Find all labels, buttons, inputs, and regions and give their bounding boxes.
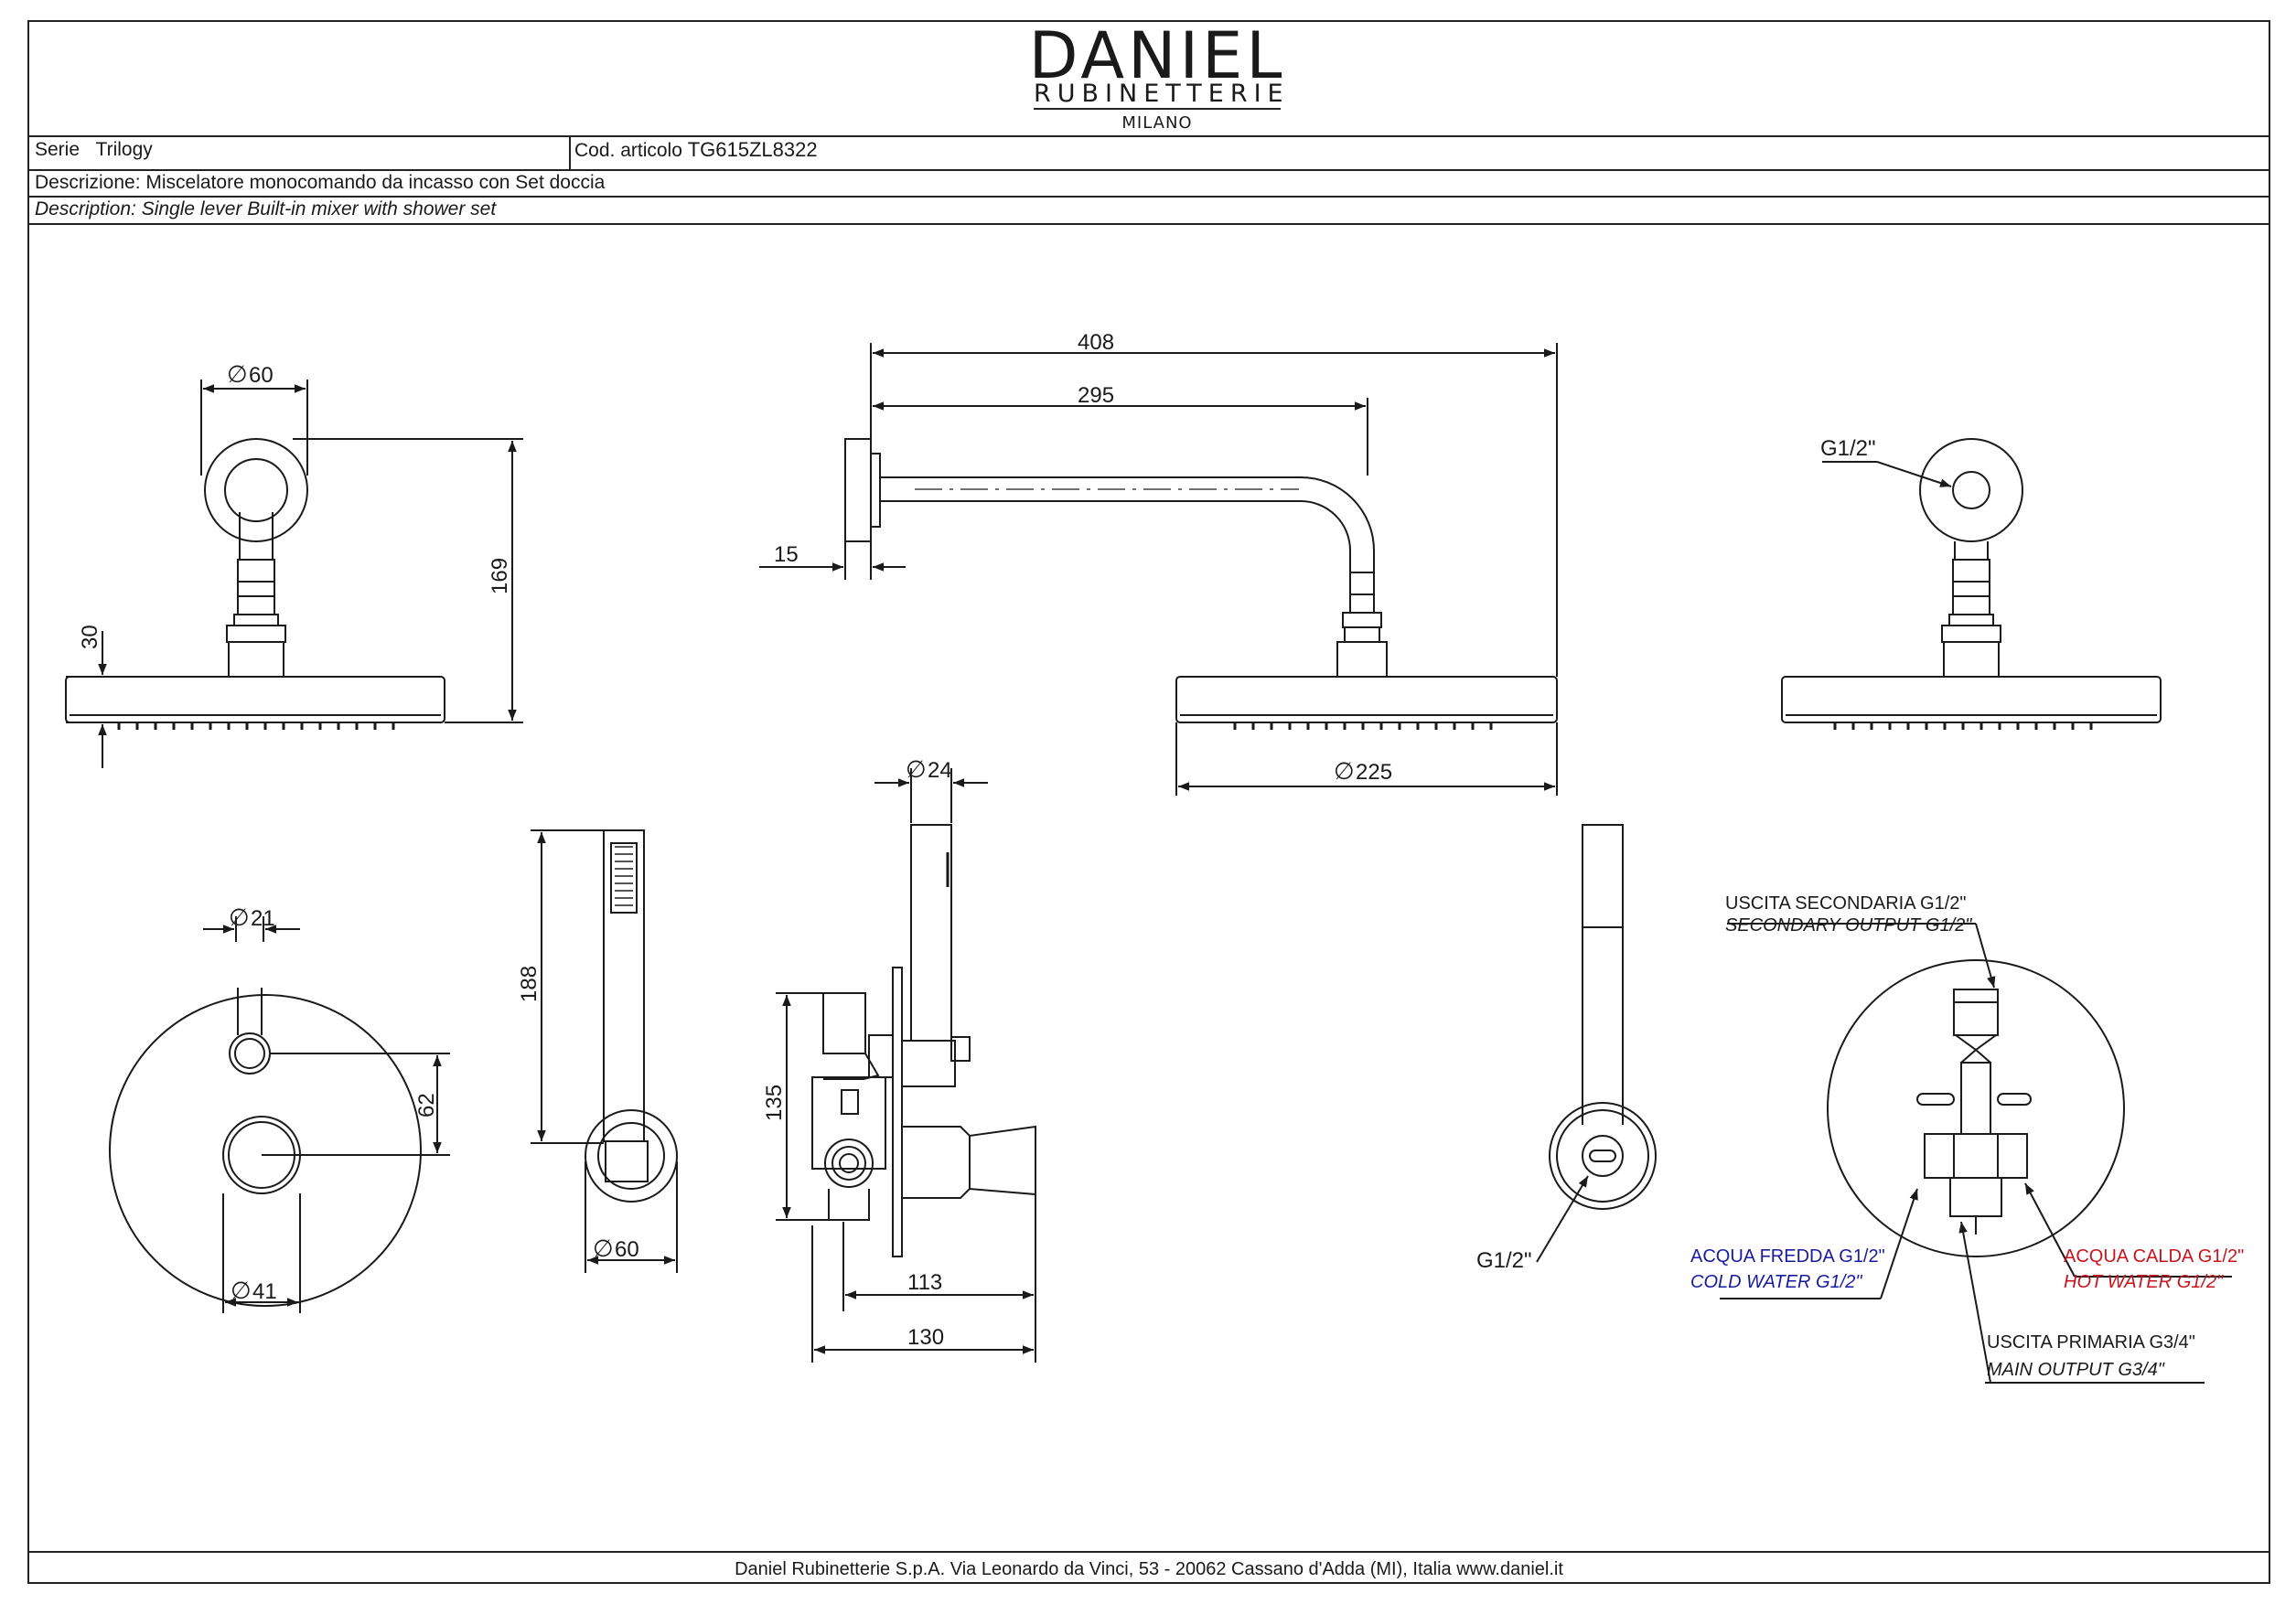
dim-d60-top: 60: [249, 363, 274, 388]
dim-l408: 408: [1078, 330, 1114, 355]
brand-city: MILANO: [1121, 113, 1193, 133]
code-value: TG615ZL8322: [687, 138, 818, 161]
header-cell-divider: [569, 135, 571, 169]
hand-shower-side-view: [585, 829, 678, 1203]
label-cold-en: COLD WATER G1/2": [1690, 1272, 1862, 1292]
dim-h169: 169: [488, 558, 512, 594]
label-secondary-en: SECONDARY OUTPUT G1/2": [1725, 915, 1972, 936]
hand-shower-side-dimensions: [531, 829, 678, 1273]
dim-h62: 62: [414, 1093, 439, 1117]
mixer-plate-front-view: [109, 988, 422, 1307]
diameter-symbol: ∅: [1334, 757, 1355, 785]
diameter-symbol: ∅: [227, 360, 248, 388]
italian-description: Descrizione: Miscelatore monocomando da …: [35, 172, 606, 193]
shower-arm-side-view: [844, 438, 1558, 730]
code-label: Cod. articolo: [574, 140, 682, 161]
serie-field: Serie Trilogy: [35, 139, 153, 161]
mixer-plate-front-dimensions: [203, 916, 450, 1313]
footer-address: Daniel Rubinetterie S.p.A. Via Leonardo …: [735, 1559, 1563, 1579]
header-divider: [27, 223, 2270, 225]
dim-d21-group: ∅ 21: [229, 904, 275, 931]
shower-arm-side-dimensions: [759, 343, 1558, 796]
label-main-en: MAIN OUTPUT G3/4": [1987, 1360, 2165, 1380]
mixer-body-side-dimensions: [776, 768, 1036, 1363]
dim-g12-top: G1/2": [1820, 436, 1876, 461]
label-main-it: USCITA PRIMARIA G3/4": [1987, 1332, 2195, 1353]
header-divider: [27, 196, 2270, 198]
label-secondary-it: USCITA SECONDARIA G1/2": [1725, 893, 1966, 914]
label-cold-it: ACQUA FREDDA G1/2": [1690, 1246, 1885, 1267]
label-hot-en: HOT WATER G1/2": [2064, 1272, 2224, 1292]
diameter-symbol: ∅: [231, 1277, 252, 1304]
shower-head-front-view: [65, 438, 445, 730]
dim-l113: 113: [907, 1270, 942, 1295]
dim-d41-group: ∅ 41: [231, 1277, 277, 1304]
dim-d225-group: ∅ 225: [1334, 757, 1392, 785]
hand-shower-front-view: [1536, 824, 1657, 1263]
english-description: Description: Single lever Built-in mixer…: [35, 198, 497, 219]
dim-d225: 225: [1356, 760, 1392, 785]
dimension-labels: ∅ 60 169 30 408 295 15 ∅ 225 G1/2" ∅ 24 …: [78, 330, 1876, 1350]
dim-d24-group: ∅ 24: [906, 755, 952, 783]
dim-h30: 30: [78, 625, 102, 649]
code-field: Cod. articolo TG615ZL8322: [574, 139, 818, 162]
dim-d21: 21: [251, 906, 275, 931]
brand-subtitle: RUBINETTERIE: [1034, 80, 1290, 110]
brand-logo: DANIEL: [1028, 18, 1286, 93]
label-hot-it: ACQUA CALDA G1/2": [2064, 1246, 2244, 1267]
dim-d41: 41: [252, 1279, 277, 1304]
dim-t15: 15: [774, 542, 799, 567]
dim-l130: 130: [907, 1325, 944, 1350]
dim-h188: 188: [517, 966, 542, 1002]
diameter-symbol: ∅: [229, 904, 250, 931]
mixer-rear-leaders: [1720, 923, 2232, 1384]
connection-labels: USCITA SECONDARIA G1/2" SECONDARY OUTPUT…: [1690, 893, 2244, 1380]
serie-value: Trilogy: [95, 139, 153, 160]
shower-head-back-view: [1781, 438, 2162, 730]
footer-divider: [27, 1551, 2270, 1553]
dim-h135: 135: [762, 1085, 787, 1121]
diameter-symbol: ∅: [906, 755, 927, 783]
mixer-rear-view: [1827, 959, 2125, 1257]
dim-l295: 295: [1078, 383, 1114, 408]
mixer-body-side-view: [811, 824, 1036, 1257]
header-divider: [27, 135, 2270, 137]
dim-d60-bottom-group: ∅ 60: [593, 1235, 639, 1262]
dim-d60-top-group: ∅ 60: [227, 360, 274, 388]
drawing-frame: [27, 20, 2270, 1584]
dim-d24: 24: [928, 758, 952, 783]
header-divider: [27, 169, 2270, 171]
shower-head-front-dimensions: [66, 380, 523, 768]
diameter-symbol: ∅: [593, 1235, 614, 1262]
serie-label: Serie: [35, 139, 80, 160]
dim-g12-bottom: G1/2": [1476, 1248, 1532, 1273]
dim-d60-bottom: 60: [615, 1237, 639, 1262]
